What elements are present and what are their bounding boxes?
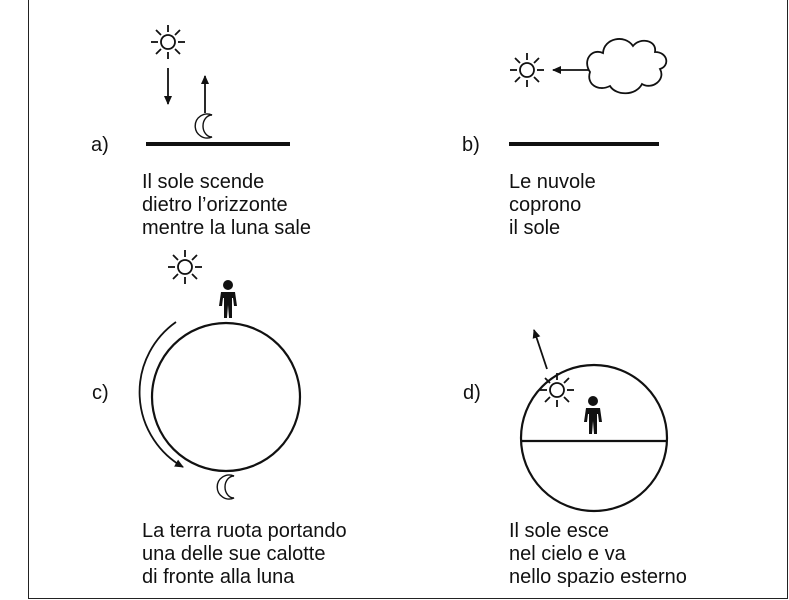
caption-line: Il sole esce — [509, 520, 610, 542]
panel-a-label: a) — [91, 134, 109, 156]
arrow-icon — [532, 329, 548, 370]
moon-icon — [194, 113, 213, 139]
caption-line: Le nuvole — [509, 171, 596, 193]
sky-dome-circle — [519, 363, 669, 513]
panel-c-drawing — [138, 249, 302, 500]
caption-line: Il sole scende — [142, 171, 265, 193]
panel-b-label: b) — [462, 134, 480, 156]
panel-a-caption: Il sole scende dietro l’orizzonte mentre… — [142, 171, 311, 240]
panel-d-label: d) — [463, 382, 481, 404]
caption-line: La terra ruota portando — [142, 520, 347, 542]
panel-b-caption: Le nuvole coprono il sole — [509, 171, 596, 240]
panel-d-drawing — [519, 329, 669, 513]
sun-icon — [539, 372, 575, 408]
caption-line: nello spazio esterno — [509, 566, 687, 588]
cloud-icon — [586, 38, 668, 95]
sun-icon — [167, 249, 203, 285]
panel-d-caption: Il sole esce nel cielo e va nello spazio… — [509, 520, 687, 589]
panel-b-drawing — [509, 38, 668, 146]
caption-line: coprono — [509, 194, 582, 216]
caption-line: nel cielo e va — [509, 543, 626, 565]
earth-circle — [150, 321, 302, 473]
caption-line: mentre la luna sale — [142, 217, 311, 239]
sun-icon — [150, 24, 186, 60]
sun-icon — [509, 52, 545, 88]
moon-icon — [216, 474, 235, 500]
person-icon — [584, 396, 602, 434]
caption-line: di fronte alla luna — [142, 566, 295, 588]
panel-c-caption: La terra ruota portando una delle sue ca… — [142, 520, 347, 589]
panel-c-label: c) — [92, 382, 109, 404]
caption-line: il sole — [509, 217, 561, 239]
arrow-icon — [138, 321, 184, 468]
figure-frame — [28, 0, 788, 599]
panel-a-drawing — [146, 24, 290, 146]
person-icon — [219, 280, 237, 318]
caption-line: dietro l’orizzonte — [142, 194, 288, 216]
caption-line: una delle sue calotte — [142, 543, 326, 565]
